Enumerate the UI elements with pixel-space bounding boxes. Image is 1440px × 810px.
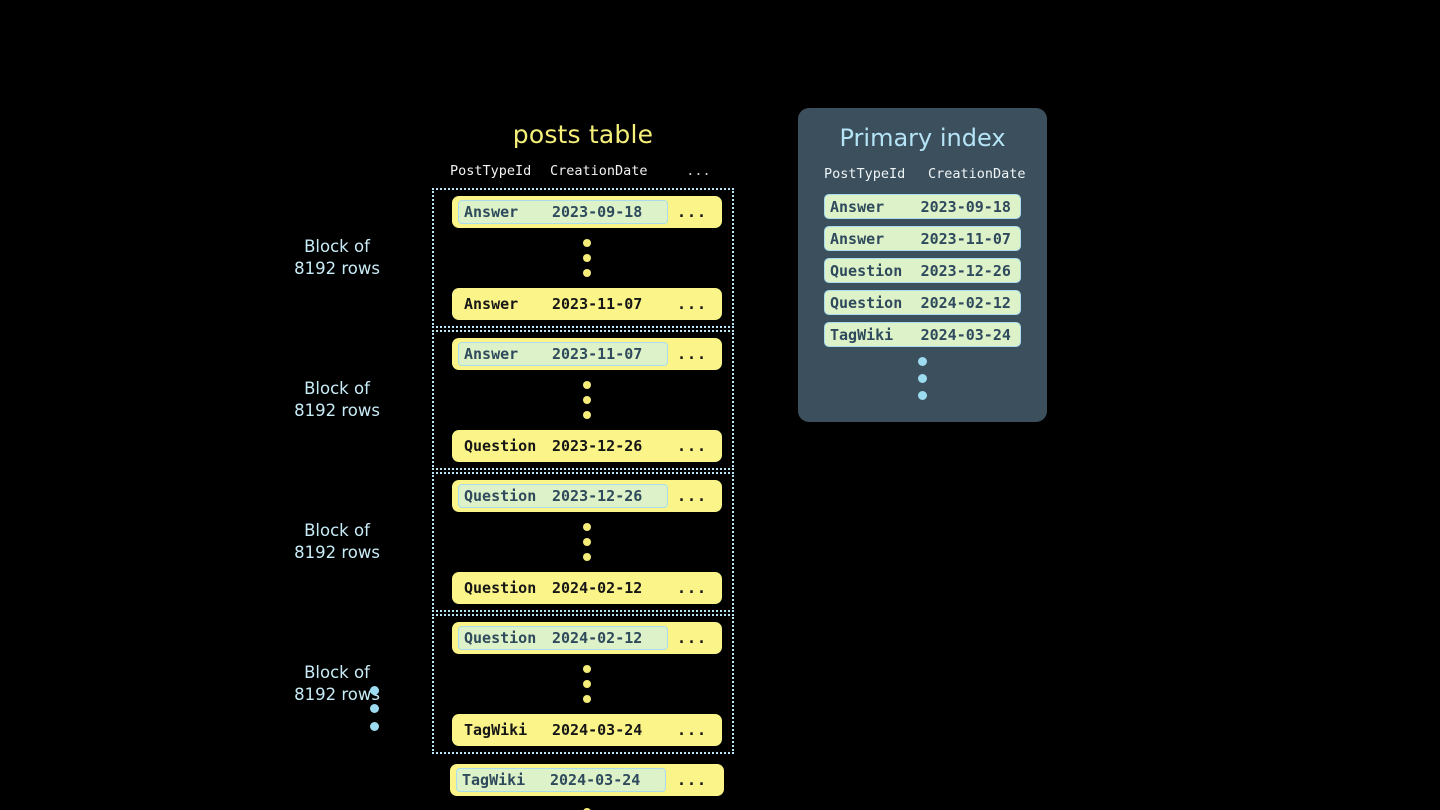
- cell-creationdate: 2024-03-24: [920, 325, 1011, 344]
- index-row[interactable]: Question 2024-02-12: [824, 290, 1021, 315]
- cell-more: ...: [676, 203, 708, 221]
- cell-more: ...: [676, 579, 708, 597]
- cell-posttypeid: Answer: [464, 203, 519, 221]
- cell-posttypeid: Answer: [464, 345, 519, 363]
- column-header-more: ...: [686, 163, 711, 179]
- cell-creationdate: 2024-02-12: [920, 293, 1011, 312]
- cell-creationdate: 2024-02-12: [552, 579, 643, 597]
- row-ellipsis-icon: [442, 228, 732, 288]
- cell-creationdate: 2023-11-07: [552, 295, 643, 313]
- cell-posttypeid: TagWiki: [462, 771, 526, 789]
- cell-more: ...: [676, 487, 708, 505]
- column-header-posttypeid: PostTypeId: [450, 163, 532, 179]
- block-1-label: Block of 8192 rows: [294, 237, 380, 278]
- index-row[interactable]: Answer 2023-11-07: [824, 226, 1021, 251]
- primary-index-title: Primary index: [839, 124, 1006, 152]
- column-header-creationdate: CreationDate: [550, 163, 648, 179]
- cell-posttypeid: Question: [464, 437, 537, 455]
- table-row[interactable]: Answer 2023-11-07 ...: [452, 288, 722, 320]
- cell-creationdate: 2023-12-26: [552, 487, 643, 505]
- index-continuation-ellipsis-icon: [798, 357, 1047, 400]
- row-ellipsis-icon: [442, 370, 732, 430]
- block-2-label: Block of 8192 rows: [294, 379, 380, 420]
- row-highlight-cell: Question 2023-12-26: [458, 484, 668, 508]
- cell-posttypeid: Answer: [464, 295, 519, 313]
- cell-posttypeid: Question: [830, 261, 903, 280]
- block-2: Block of 8192 rows Answer 2023-11-07 ...…: [294, 330, 734, 470]
- cell-posttypeid: Question: [464, 629, 537, 647]
- index-row[interactable]: Answer 2023-09-18: [824, 194, 1021, 219]
- cell-posttypeid: Question: [464, 487, 537, 505]
- row-cell-group: Question 2023-12-26: [458, 434, 668, 458]
- table-row[interactable]: Question 2023-12-26 ...: [452, 430, 722, 462]
- table-row[interactable]: Answer 2023-09-18 ...: [452, 196, 722, 228]
- row-ellipsis-icon: [442, 654, 732, 714]
- posts-table: posts table PostTypeId CreationDate ... …: [294, 120, 734, 810]
- table-row[interactable]: Question 2024-02-12 ...: [452, 572, 722, 604]
- row-highlight-cell: Answer 2023-11-07: [458, 342, 668, 366]
- posts-table-title: posts table: [512, 120, 654, 149]
- table-row[interactable]: TagWiki 2024-03-24 ...: [452, 714, 722, 746]
- table-row-trailing[interactable]: TagWiki 2024-03-24 ...: [450, 764, 724, 796]
- index-row[interactable]: TagWiki 2024-03-24: [824, 322, 1021, 347]
- cell-more: ...: [676, 345, 708, 363]
- table-tail-ellipsis-icon: [440, 808, 734, 810]
- posts-table-column-headers: PostTypeId CreationDate ...: [432, 163, 734, 179]
- row-cell-group: Answer 2023-11-07: [458, 292, 668, 316]
- block-3: Block of 8192 rows Question 2023-12-26 .…: [294, 472, 734, 612]
- row-ellipsis-icon: [442, 512, 732, 572]
- table-row[interactable]: Question 2023-12-26 ...: [452, 480, 722, 512]
- table-row[interactable]: Question 2024-02-12 ...: [452, 622, 722, 654]
- block-1: Block of 8192 rows Answer 2023-09-18 ...…: [294, 188, 734, 328]
- block-3-label: Block of 8192 rows: [294, 521, 380, 562]
- blocks-continuation-ellipsis-icon: [370, 686, 379, 731]
- cell-more: ...: [676, 629, 708, 647]
- cell-more: ...: [676, 437, 708, 455]
- row-highlight-cell: Answer 2023-09-18: [458, 200, 668, 224]
- index-row[interactable]: Question 2023-12-26: [824, 258, 1021, 283]
- cell-creationdate: 2023-12-26: [552, 437, 643, 455]
- column-header-creationdate: CreationDate: [928, 166, 1026, 182]
- cell-creationdate: 2023-11-07: [552, 345, 643, 363]
- cell-posttypeid: TagWiki: [464, 721, 528, 739]
- block-4: Block of 8192 rows Question 2024-02-12 .…: [294, 614, 734, 754]
- row-highlight-cell: TagWiki 2024-03-24: [456, 768, 666, 792]
- row-cell-group: Question 2024-02-12: [458, 576, 668, 600]
- cell-creationdate: 2024-03-24: [550, 771, 641, 789]
- cell-creationdate: 2023-11-07: [920, 229, 1011, 248]
- cell-creationdate: 2023-09-18: [552, 203, 643, 221]
- cell-posttypeid: Question: [830, 293, 903, 312]
- cell-posttypeid: Answer: [830, 197, 885, 216]
- primary-index-column-headers: PostTypeId CreationDate: [798, 166, 1047, 182]
- cell-more: ...: [676, 771, 708, 789]
- primary-index-panel: Primary index PostTypeId CreationDate An…: [798, 108, 1047, 422]
- row-highlight-cell: Question 2024-02-12: [458, 626, 668, 650]
- cell-more: ...: [676, 295, 708, 313]
- cell-more: ...: [676, 721, 708, 739]
- cell-posttypeid: Answer: [830, 229, 885, 248]
- cell-creationdate: 2023-09-18: [920, 197, 1011, 216]
- cell-creationdate: 2024-03-24: [552, 721, 643, 739]
- cell-posttypeid: TagWiki: [830, 325, 894, 344]
- table-row[interactable]: Answer 2023-11-07 ...: [452, 338, 722, 370]
- cell-creationdate: 2023-12-26: [920, 261, 1011, 280]
- cell-creationdate: 2024-02-12: [552, 629, 643, 647]
- column-header-posttypeid: PostTypeId: [824, 166, 906, 182]
- row-cell-group: TagWiki 2024-03-24: [458, 718, 668, 742]
- cell-posttypeid: Question: [464, 579, 537, 597]
- block-4-label: Block of 8192 rows: [294, 663, 380, 704]
